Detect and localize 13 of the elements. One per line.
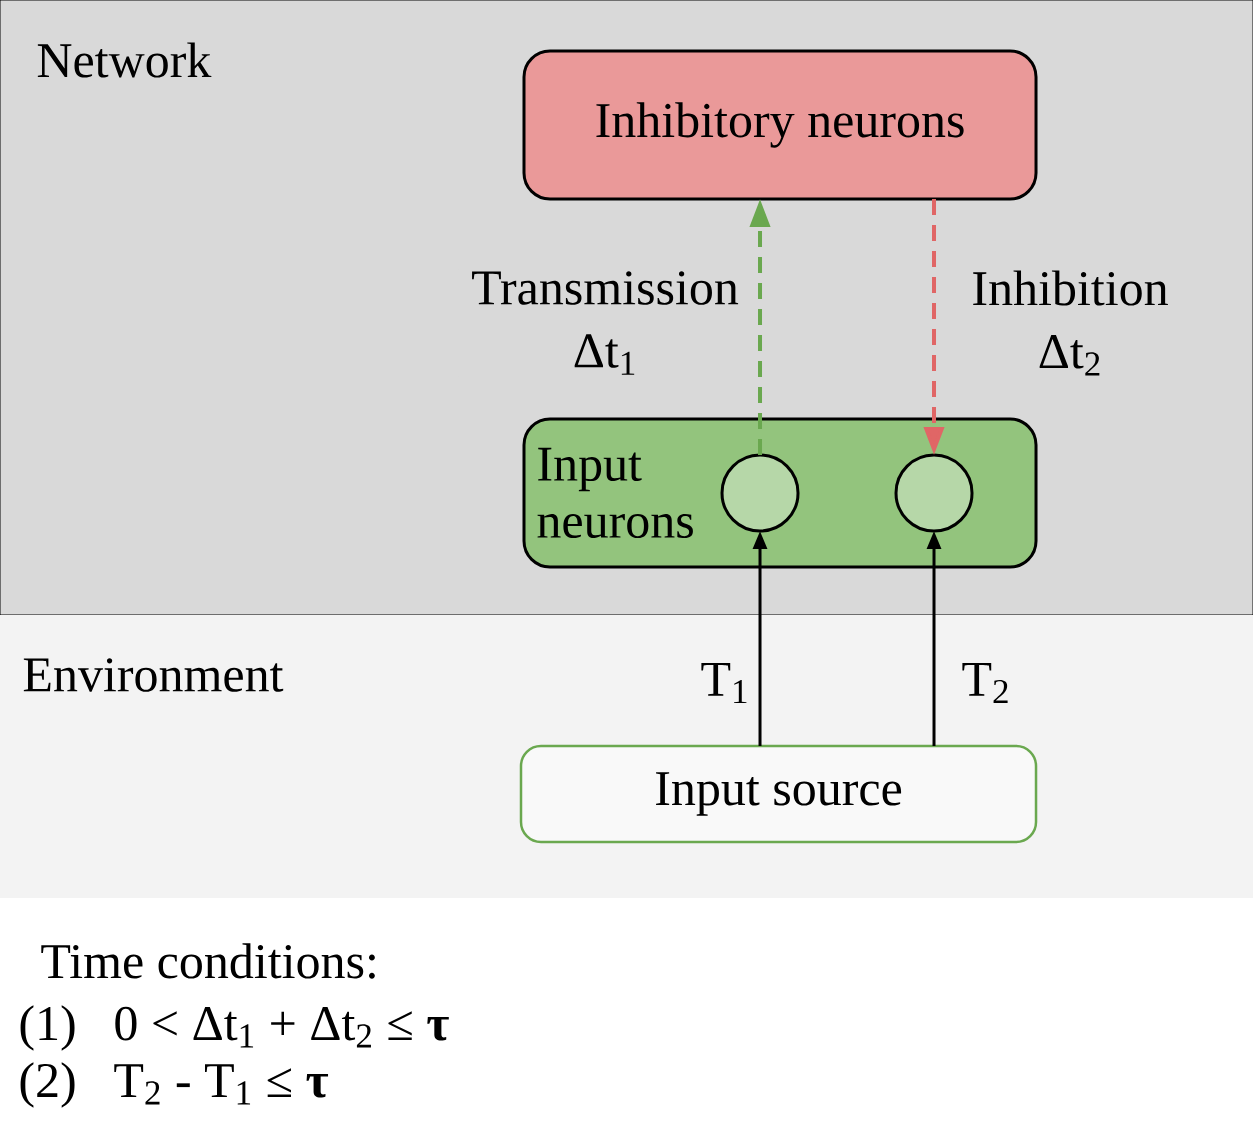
- neuron-circle: [894, 453, 974, 533]
- equation: T$_{2}$ - T$_{1}$ ≤ τ: [114, 1064, 329, 1105]
- edge-label: Transmission Δt$_{1}$: [458, 269, 752, 377]
- equation-number: (1): [20, 1005, 75, 1051]
- heading: Time conditions:: [41, 943, 375, 979]
- process-box: Inhibitory neurons: [522, 49, 1038, 201]
- edge-label: Inhibition Δt$_{2}$: [958, 268, 1182, 378]
- equation-number: (2): [20, 1062, 75, 1108]
- equation: 0 < Δt$_{1}$ + Δt$_{2}$ ≤ τ: [115, 1006, 449, 1048]
- neuron-circle: [720, 453, 800, 533]
- edge-label: T$_{1}$: [698, 660, 752, 706]
- edge-label: T$_{2}$: [959, 660, 1013, 706]
- input-box: Input source: [519, 744, 1038, 844]
